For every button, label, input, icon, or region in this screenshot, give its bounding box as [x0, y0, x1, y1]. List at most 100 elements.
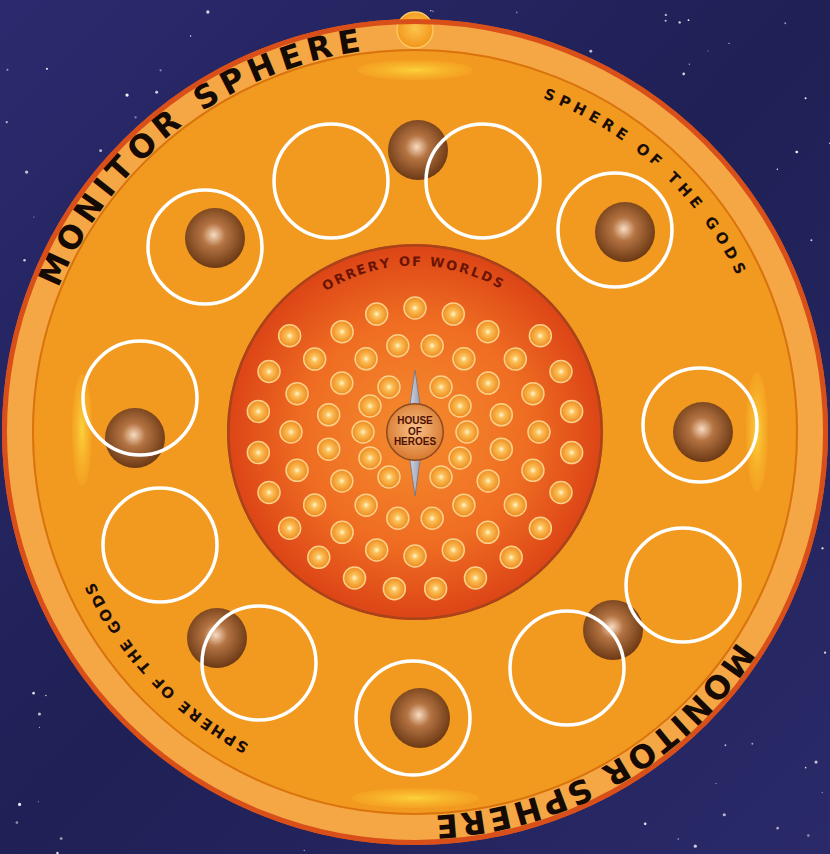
star	[715, 783, 716, 784]
arc-letter: O	[398, 255, 410, 271]
world-dot	[383, 578, 405, 600]
star	[206, 10, 209, 13]
world-dot	[387, 507, 409, 529]
star	[751, 743, 753, 745]
star	[56, 852, 58, 854]
world-dot	[331, 321, 353, 343]
star	[725, 744, 727, 746]
star	[430, 10, 431, 11]
white-ring	[510, 611, 624, 725]
world-dot	[490, 404, 512, 426]
arc-letter: H	[570, 99, 589, 120]
star	[829, 142, 830, 144]
star	[805, 97, 807, 99]
world-dot	[355, 494, 377, 516]
world-dot	[522, 383, 544, 405]
star	[60, 837, 63, 840]
world-dot	[490, 438, 512, 460]
star	[39, 727, 40, 728]
brown-spheres	[105, 120, 733, 748]
arc-letter: R	[303, 28, 336, 70]
arc-letter	[423, 255, 428, 270]
world-dot	[404, 297, 426, 319]
star	[805, 767, 807, 769]
star	[18, 803, 21, 806]
world-dots	[247, 297, 582, 600]
world-dot	[529, 325, 551, 347]
arc-letter: H	[242, 46, 281, 90]
arc-letter: E	[612, 124, 630, 144]
star	[304, 850, 305, 851]
glow-patch	[357, 60, 473, 80]
arc-letter: P	[556, 92, 573, 112]
arc-letter: G	[701, 214, 722, 234]
world-dot	[359, 395, 381, 417]
brown-sphere	[187, 608, 247, 668]
white-ring	[426, 124, 540, 238]
world-dot	[318, 404, 340, 426]
gods-region	[32, 49, 798, 815]
star	[824, 652, 826, 654]
world-dot	[331, 372, 353, 394]
hub-circle: HOUSE OF HEROES	[386, 403, 444, 461]
world-dot	[359, 447, 381, 469]
arc-letter: M	[32, 247, 79, 291]
world-dot	[355, 348, 377, 370]
arc-letter: D	[720, 244, 741, 263]
star	[688, 19, 690, 21]
world-dot	[528, 421, 550, 443]
world-dot	[378, 466, 400, 488]
star	[6, 69, 8, 71]
world-dot	[286, 459, 308, 481]
brown-sphere	[390, 688, 450, 748]
white-rings	[83, 124, 757, 775]
sphere-label: SPHERE OF THE GODS	[83, 579, 252, 756]
star	[589, 50, 592, 53]
world-dot	[247, 442, 269, 464]
world-dot	[464, 567, 486, 589]
white-ring	[83, 341, 197, 455]
world-dot	[304, 494, 326, 516]
white-ring	[626, 528, 740, 642]
star	[432, 11, 433, 12]
star	[16, 821, 19, 824]
arc-letter: E	[585, 107, 602, 127]
world-dot	[404, 545, 426, 567]
world-dot	[561, 400, 583, 422]
star	[33, 217, 34, 218]
star	[516, 12, 518, 14]
orrery-disc-fill	[227, 244, 603, 620]
star	[38, 801, 39, 802]
arc-letter: Y	[379, 256, 391, 272]
world-dot	[421, 507, 443, 529]
world-dot	[504, 494, 526, 516]
arc-letter: E	[685, 193, 705, 212]
white-ring	[103, 488, 217, 602]
node-border	[5, 22, 826, 843]
world-dot	[258, 361, 280, 383]
sphere-label: HOUSE OF HEROES	[394, 416, 436, 448]
brown-sphere	[583, 600, 643, 660]
world-dot	[279, 517, 301, 539]
world-dot	[500, 546, 522, 568]
star	[707, 50, 708, 51]
sphere-label: MONITOR SPHERE	[427, 641, 757, 845]
world-dot	[453, 348, 475, 370]
world-dot	[331, 521, 353, 543]
white-ring	[274, 124, 388, 238]
brown-sphere	[185, 208, 245, 268]
star	[46, 68, 48, 70]
star	[665, 20, 667, 22]
world-dot	[477, 372, 499, 394]
star	[777, 169, 778, 170]
arc-letter: S	[542, 86, 558, 106]
brown-sphere	[595, 202, 655, 262]
star	[694, 845, 697, 848]
star	[23, 259, 26, 262]
brown-sphere	[105, 408, 165, 468]
star	[134, 116, 136, 118]
node-border	[33, 50, 797, 814]
world-dot	[550, 361, 572, 383]
